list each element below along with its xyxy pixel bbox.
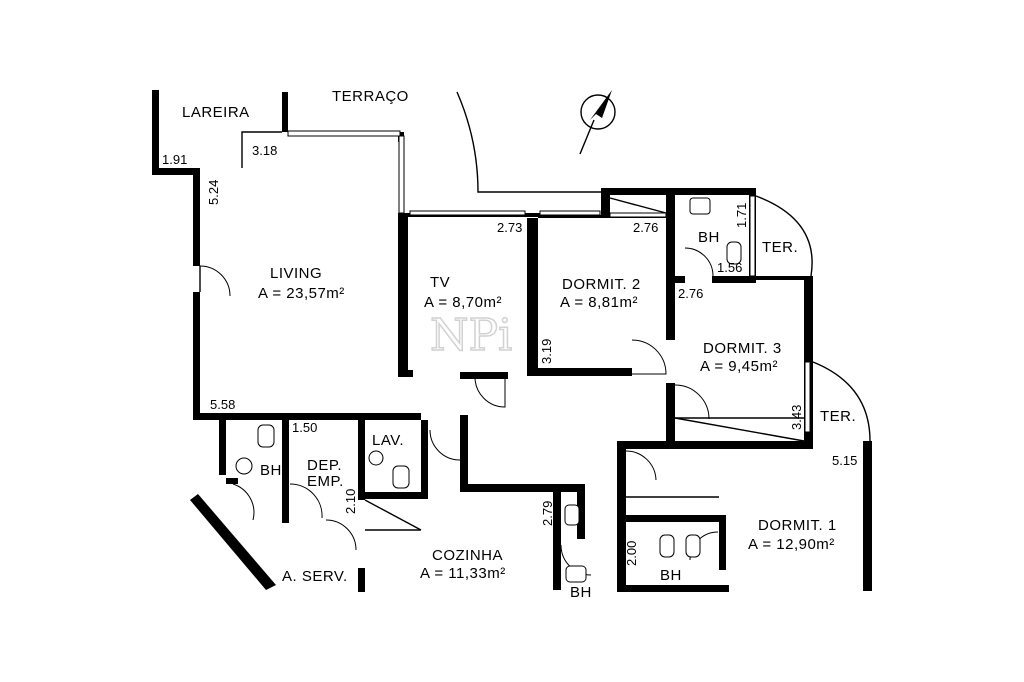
fixtures <box>235 197 742 583</box>
dim-5-58: 5.58 <box>210 397 235 412</box>
room-dormit1-area: A = 12,90m² <box>748 536 835 553</box>
walls <box>152 90 872 592</box>
dim-5-24: 5.24 <box>206 180 221 205</box>
dim-2-76-a: 2.76 <box>633 220 658 235</box>
dim-1-50: 1.50 <box>292 420 317 435</box>
toilet-icon <box>392 465 410 489</box>
doors <box>199 247 719 576</box>
sink-icon <box>689 197 711 215</box>
dim-3-19: 3.19 <box>539 339 554 364</box>
room-lareira: LAREIRA <box>182 104 250 121</box>
dim-3-18: 3.18 <box>252 143 277 158</box>
room-living: LIVING <box>270 265 322 282</box>
room-ter-top: TER. <box>762 239 798 256</box>
dim-2-00: 2.00 <box>624 541 639 566</box>
room-lav: LAV. <box>372 432 404 449</box>
dim-2-10: 2.10 <box>343 489 358 514</box>
room-dormit3-area: A = 9,45m² <box>700 358 778 375</box>
room-living-area: A = 23,57m² <box>258 285 345 302</box>
dimension-labels: 1.91 3.18 5.24 2.73 2.76 1.71 1.56 2.76 … <box>162 143 857 566</box>
room-emp: EMP. <box>307 473 344 490</box>
room-cozinha-area: A = 11,33m² <box>420 565 506 582</box>
toilet-icon <box>257 424 275 448</box>
sink-icon <box>235 457 253 475</box>
room-tv: TV <box>430 274 450 291</box>
room-ter-bottom: TER. <box>820 408 856 425</box>
toilet-icon <box>726 241 742 265</box>
toilet-icon <box>565 565 587 583</box>
dim-1-91: 1.91 <box>162 152 187 167</box>
sink-icon <box>564 504 580 526</box>
room-bh-left: BH <box>260 462 282 479</box>
room-tv-area: A = 8,70m² <box>424 294 502 311</box>
room-bh-right: BH <box>660 567 682 584</box>
bidet-icon <box>685 534 701 558</box>
room-bh-top: BH <box>698 229 720 246</box>
dim-2-79: 2.79 <box>540 501 555 526</box>
room-labels: LAREIRA TERRAÇO LIVING A = 23,57m² TV A … <box>182 88 856 601</box>
room-dormit2-area: A = 8,81m² <box>560 294 638 311</box>
dim-1-71: 1.71 <box>734 203 749 228</box>
toilet-icon <box>659 534 675 558</box>
north-arrow-icon <box>579 90 616 155</box>
dim-2-76-b: 2.76 <box>678 286 703 301</box>
room-bh-cut: BH <box>570 584 592 601</box>
openings <box>199 91 871 531</box>
room-dormit2: DORMIT. 2 <box>562 276 641 293</box>
dim-5-15: 5.15 <box>832 453 857 468</box>
room-dormit1: DORMIT. 1 <box>758 517 837 534</box>
room-cozinha: COZINHA <box>432 547 503 564</box>
sink-icon <box>368 450 384 466</box>
room-terraco: TERRAÇO <box>332 88 409 105</box>
room-dormit3: DORMIT. 3 <box>703 340 782 357</box>
dim-1-56: 1.56 <box>717 260 742 275</box>
watermark: NPi <box>430 310 512 361</box>
dim-3-43: 3.43 <box>789 405 804 430</box>
dim-2-73: 2.73 <box>497 220 522 235</box>
room-a-serv: A. SERV. <box>282 568 348 585</box>
room-dep: DEP. <box>307 457 342 474</box>
